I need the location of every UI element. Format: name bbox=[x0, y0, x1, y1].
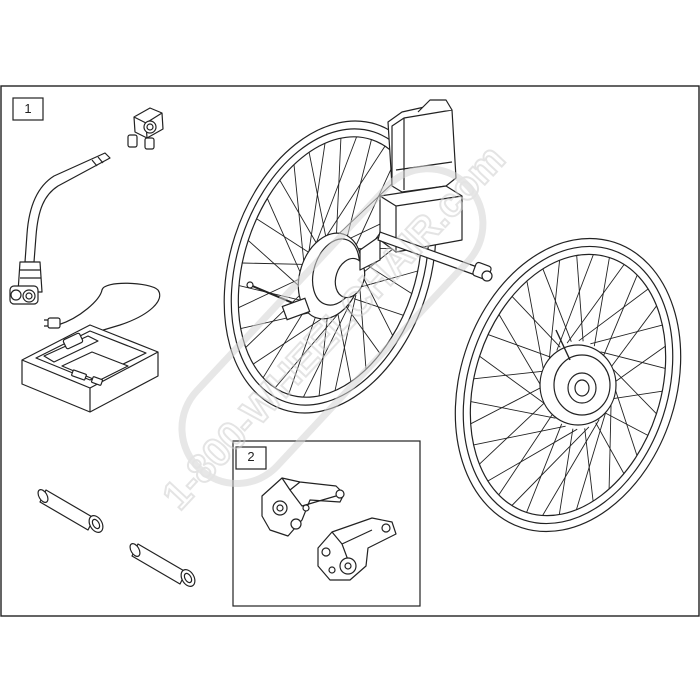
wheel-spoke bbox=[526, 423, 563, 513]
callout-label-1: 1 bbox=[24, 101, 32, 116]
wheel-spoke bbox=[526, 281, 546, 377]
drive-wheel-right bbox=[454, 237, 682, 533]
motor-bracket-lower bbox=[317, 517, 397, 581]
wheel-spoke bbox=[556, 254, 594, 351]
wheel-spoke bbox=[542, 268, 572, 342]
battery-charger bbox=[21, 282, 161, 413]
wheel-spoke bbox=[487, 428, 578, 482]
wheel-spoke bbox=[578, 288, 649, 342]
axle-pin-2 bbox=[129, 543, 196, 587]
wheel-spoke bbox=[608, 393, 612, 489]
callout-box-1 bbox=[12, 97, 44, 121]
wheel-spoke bbox=[584, 428, 594, 502]
wheel-spoke bbox=[479, 400, 547, 465]
wheel-spoke bbox=[600, 351, 666, 369]
motor-bracket-upper bbox=[261, 477, 345, 537]
wheel-spoke bbox=[590, 324, 663, 345]
callout-label-2: 2 bbox=[247, 449, 255, 464]
wheel-spoke bbox=[566, 264, 625, 344]
wheel-spoke bbox=[511, 296, 561, 348]
axle-pin-1 bbox=[37, 489, 104, 533]
wheel-spoke bbox=[498, 314, 545, 392]
wheel-spoke bbox=[575, 407, 608, 510]
wheel-spoke bbox=[593, 257, 610, 347]
wheel-spoke bbox=[548, 260, 561, 363]
outer-frame bbox=[0, 85, 700, 617]
wheel-spoke bbox=[609, 305, 657, 370]
wheel-spoke bbox=[511, 426, 590, 506]
wheel-spoke bbox=[473, 425, 566, 446]
wheel-spoke bbox=[603, 274, 638, 356]
curved-mount-tube bbox=[9, 152, 111, 305]
wheel-spoke bbox=[611, 345, 666, 385]
wheel-spoke bbox=[576, 255, 584, 342]
wheel-spoke bbox=[607, 363, 657, 415]
wheel-spoke bbox=[542, 419, 600, 516]
wheel-spoke bbox=[498, 413, 553, 496]
wheel-spoke bbox=[610, 390, 663, 400]
mounting-clamp bbox=[127, 107, 164, 150]
wheel-spoke bbox=[479, 355, 549, 407]
wheel-spoke bbox=[558, 428, 574, 515]
